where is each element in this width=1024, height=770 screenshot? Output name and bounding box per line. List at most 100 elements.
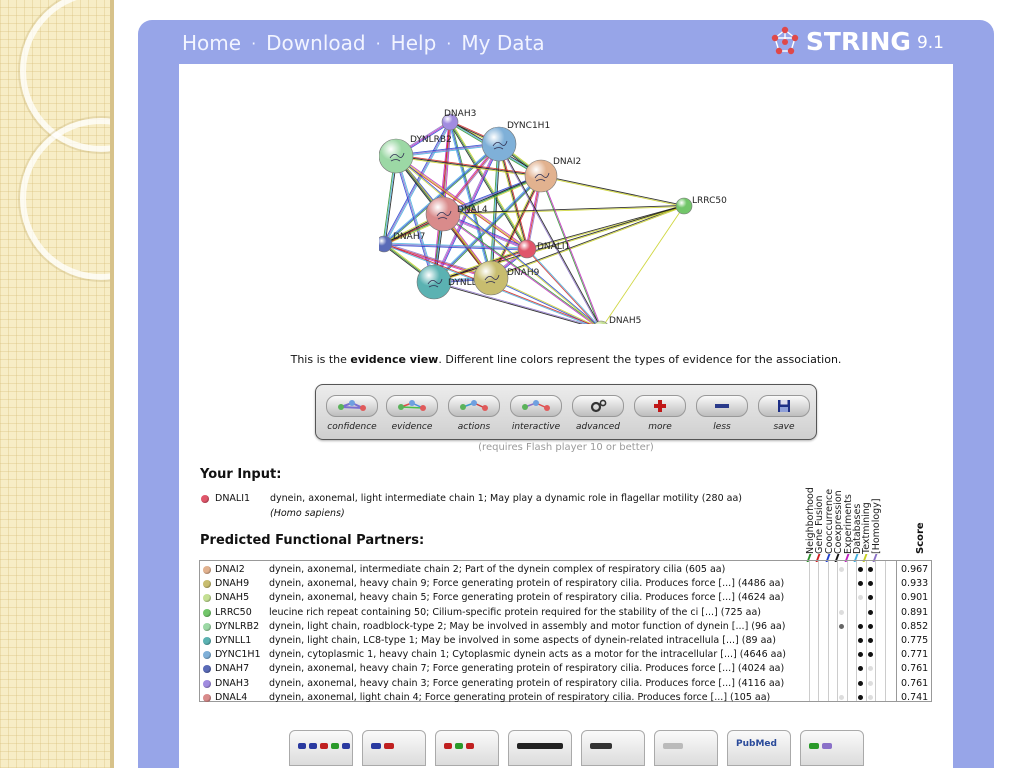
- protein-node-icon[interactable]: [481, 126, 517, 162]
- network-node[interactable]: DYNLRB2: [379, 135, 452, 174]
- partner-row[interactable]: DYNLL1 dynein, light chain, LC8-type 1; M…: [200, 634, 931, 648]
- network-edge: [540, 176, 684, 207]
- protein-node-icon[interactable]: [473, 260, 509, 296]
- network-edge: [384, 242, 492, 278]
- green-red-bars-icon[interactable]: [435, 730, 499, 766]
- interactive-view-button[interactable]: interactive: [506, 391, 566, 435]
- nav-home-link[interactable]: Home: [182, 31, 242, 55]
- network-edge: [491, 206, 685, 279]
- nav-download-link[interactable]: Download: [266, 31, 366, 55]
- protein-node-icon[interactable]: [524, 159, 558, 193]
- partner-score: 0.761: [901, 663, 929, 675]
- network-node-label: DNAH5: [609, 316, 641, 324]
- network-node[interactable]: DNAH3: [441, 109, 476, 131]
- protein-node-icon: [203, 665, 211, 674]
- partner-name[interactable]: DNAH9: [215, 578, 250, 590]
- confidence-view-button[interactable]: confidence: [322, 391, 382, 435]
- network-node[interactable]: DNAH9: [473, 260, 540, 296]
- more-button[interactable]: more: [630, 391, 690, 435]
- partner-name[interactable]: DNAH7: [215, 663, 250, 675]
- icon-glyph: [331, 743, 339, 749]
- string-logo[interactable]: STRING 9.1: [770, 24, 944, 58]
- icon-glyph: [298, 743, 306, 749]
- network-node[interactable]: DNAH5: [593, 316, 641, 324]
- table-column-divider: [847, 561, 848, 701]
- network-node[interactable]: DNAL4: [425, 196, 488, 232]
- partner-name[interactable]: LRRC50: [215, 606, 252, 618]
- network-node[interactable]: DYNC1H1: [481, 121, 550, 162]
- flash-requirement-note: (requires Flash player 10 or better): [478, 442, 654, 453]
- partner-description: dynein, light chain, LC8-type 1; May be …: [269, 635, 776, 646]
- evidence-indicator-icon: [858, 694, 863, 700]
- colored-bars-icon[interactable]: [289, 730, 353, 766]
- globe-icon[interactable]: [654, 730, 718, 766]
- nav-separator: ·: [375, 33, 381, 53]
- network-node[interactable]: DNALI1: [517, 239, 570, 259]
- protein-node-icon[interactable]: [517, 239, 537, 259]
- network-node[interactable]: DNAH7: [379, 232, 425, 253]
- protein-node-icon[interactable]: [675, 197, 693, 215]
- actions-view-button[interactable]: actions: [444, 391, 504, 435]
- network-edge: [396, 155, 597, 324]
- pen-icon[interactable]: [581, 730, 645, 766]
- network-node[interactable]: DNAI2: [524, 157, 581, 193]
- evidence-column-label: [Homology]: [870, 498, 882, 554]
- icon-glyph: [444, 743, 452, 749]
- evidence-indicator-icon: [868, 595, 873, 601]
- partner-name[interactable]: DNAL4: [215, 691, 248, 703]
- network-edge: [433, 205, 684, 282]
- partner-score: 0.771: [901, 649, 929, 661]
- protein-structure-icon: [436, 210, 452, 220]
- evidence-text-bold: evidence view: [350, 353, 439, 366]
- network-node-label: DNALI1: [537, 242, 570, 252]
- network-edge: [395, 142, 499, 156]
- partner-row[interactable]: DNAI2 dynein, axonemal, intermediate chai…: [200, 563, 931, 577]
- partner-name[interactable]: DYNLRB2: [215, 620, 260, 632]
- less-button[interactable]: less: [692, 391, 752, 435]
- partner-name[interactable]: DYNLL1: [215, 635, 252, 646]
- protein-node-icon[interactable]: [379, 235, 393, 253]
- partner-name[interactable]: DNAI2: [215, 564, 245, 575]
- evidence-view-button[interactable]: evidence: [382, 391, 442, 435]
- network-edge: [490, 143, 500, 279]
- network-node-label: LRRC50: [692, 196, 727, 206]
- partner-name[interactable]: DNAH3: [215, 677, 250, 689]
- nav-my-data-link[interactable]: My Data: [461, 31, 545, 55]
- evidence-indicator-icon: [839, 694, 844, 700]
- advanced-button[interactable]: advanced: [568, 391, 628, 435]
- protein-node-icon[interactable]: [379, 138, 414, 174]
- partner-description: dynein, axonemal, intermediate chain 2; …: [269, 564, 726, 575]
- save-button[interactable]: save: [754, 391, 814, 435]
- toolbar-label: less: [713, 422, 731, 432]
- protein-node-icon[interactable]: [441, 113, 459, 131]
- partner-name[interactable]: DYNC1H1: [215, 649, 261, 661]
- network-line-icon[interactable]: [800, 730, 864, 766]
- evidence-column-header[interactable]: [Homology]: [870, 472, 882, 562]
- protein-node-icon[interactable]: [425, 196, 461, 232]
- dark-window-icon[interactable]: [508, 730, 572, 766]
- blue-red-bars-icon[interactable]: [362, 730, 426, 766]
- network-node[interactable]: DYNLL1: [416, 264, 482, 300]
- protein-node-icon: [201, 495, 209, 503]
- partner-name[interactable]: DNAH5: [215, 592, 250, 604]
- protein-node-icon: [203, 566, 211, 574]
- pubmed-icon[interactable]: PubMed: [727, 730, 791, 766]
- protein-node-icon[interactable]: [416, 264, 452, 300]
- protein-node-icon[interactable]: [593, 320, 609, 324]
- network-edge: [384, 176, 542, 246]
- nav-help-link[interactable]: Help: [390, 31, 437, 55]
- table-column-divider: [837, 561, 838, 701]
- network-edge: [383, 244, 527, 251]
- network-node[interactable]: LRRC50: [675, 196, 727, 215]
- network-edge: [383, 243, 492, 279]
